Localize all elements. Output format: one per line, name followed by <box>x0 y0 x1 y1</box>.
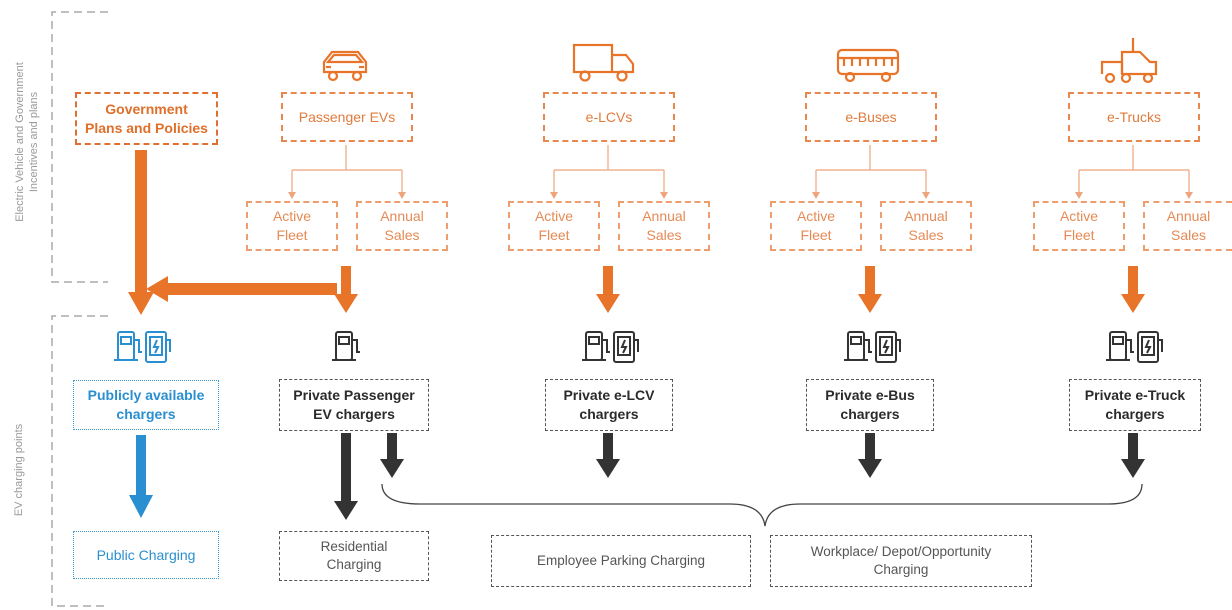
car-icon <box>322 50 368 82</box>
annual-sales-box-lcv: Annual Sales <box>618 201 710 251</box>
truck-icon <box>572 43 635 82</box>
section-bracket-bottom <box>51 315 108 607</box>
category-tree-arrowheads <box>288 192 1193 199</box>
dark-flow-arrows <box>334 433 1145 520</box>
ev-charger-icon-bus <box>844 331 901 363</box>
category-box-passenger-evs: Passenger EVs <box>281 92 413 142</box>
bus-icon <box>836 48 900 83</box>
employee-parking-charging-box: Employee Parking Charging <box>491 535 751 587</box>
category-tree-lines <box>291 145 1190 197</box>
category-box-e-buses: e-Buses <box>805 92 937 142</box>
public-chargers-box: Publicly available chargers <box>73 380 219 430</box>
government-plans-box: Government Plans and Policies <box>75 92 218 145</box>
active-fleet-box-lcv: Active Fleet <box>508 201 600 251</box>
annual-sales-box-bus: Annual Sales <box>880 201 972 251</box>
grouping-brace <box>381 483 1143 527</box>
section-bracket-top <box>51 11 108 283</box>
active-fleet-box-truck: Active Fleet <box>1033 201 1125 251</box>
private-truck-chargers-box: Private e-Truck chargers <box>1069 379 1201 431</box>
private-passenger-chargers-box: Private Passenger EV chargers <box>279 379 429 431</box>
ev-charger-icon-public <box>114 331 171 363</box>
private-lcv-chargers-box: Private e-LCV chargers <box>545 379 673 431</box>
side-label-charging-points: EV charging points <box>13 423 25 517</box>
ev-charger-icon-passenger <box>332 331 360 361</box>
annual-sales-box-truck: Annual Sales <box>1143 201 1232 251</box>
semi-truck-icon <box>1100 38 1158 84</box>
ev-charger-icon-lcv <box>582 331 639 363</box>
active-fleet-box-passenger: Active Fleet <box>246 201 338 251</box>
private-bus-chargers-box: Private e-Bus chargers <box>806 379 934 431</box>
active-fleet-box-bus: Active Fleet <box>770 201 862 251</box>
category-box-e-trucks: e-Trucks <box>1068 92 1200 142</box>
ev-charger-icon-truck <box>1106 331 1163 363</box>
public-charging-box: Public Charging <box>73 531 219 579</box>
annual-sales-box-passenger: Annual Sales <box>356 201 448 251</box>
category-box-e-lcvs: e-LCVs <box>543 92 675 142</box>
orange-flow-arrows <box>128 150 1145 315</box>
side-label-incentives: Electric Vehicle and Government Incentiv… <box>14 62 41 222</box>
residential-charging-box: Residential Charging <box>279 531 429 581</box>
workplace-depot-charging-box: Workplace/ Depot/Opportunity Charging <box>770 535 1032 587</box>
blue-flow-arrow <box>129 435 153 518</box>
